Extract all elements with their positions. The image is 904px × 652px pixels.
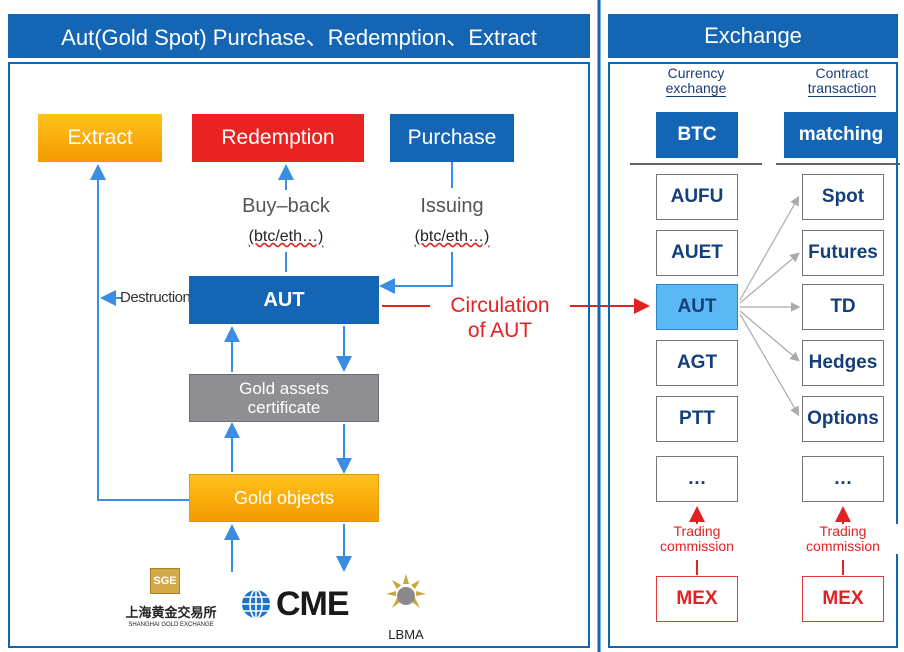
currency-auet: AUET: [656, 230, 738, 276]
contract-futures: Futures: [802, 230, 884, 276]
mex-box-currency: MEX: [656, 576, 738, 622]
lbma-logo: LBMA: [380, 570, 432, 642]
currency-ptt: PTT: [656, 396, 738, 442]
mex-box-contract: MEX: [802, 576, 884, 622]
contract-transaction-title: Contract transaction: [786, 66, 898, 97]
sge-logo: SGE 上海黄金交易所 SHANGHAI GOLD EXCHANGE: [110, 568, 232, 638]
col1-title-line-1: Currency: [667, 65, 725, 81]
contract-td: TD: [802, 284, 884, 330]
extract-box: Extract: [38, 114, 162, 162]
buyback-currency-label: (btc/eth…): [248, 228, 324, 245]
contract-hedges: Hedges: [802, 340, 884, 386]
trading-line-2b: commission: [806, 538, 880, 554]
currency-more: …: [656, 456, 738, 502]
aut-box: AUT: [189, 276, 379, 324]
trading-line-1b: commission: [660, 538, 734, 554]
issuing-currency-label: (btc/eth…): [414, 228, 490, 245]
btc-box: BTC: [656, 112, 738, 158]
lbma-wordmark: LBMA: [388, 627, 424, 642]
globe-icon: [242, 589, 270, 619]
currency-aufu: AUFU: [656, 174, 738, 220]
cme-wordmark: CME: [276, 584, 350, 623]
destruction-label: Destruction: [120, 289, 191, 306]
issuing-label: Issuing: [420, 195, 484, 217]
sge-badge: SGE: [150, 568, 180, 594]
gold-objects-box: Gold objects: [189, 474, 379, 522]
sge-chinese-name: 上海黄金交易所: [125, 606, 217, 621]
left-panel-header: Aut(Gold Spot) Purchase、Redemption、Extra…: [8, 14, 590, 58]
lbma-emblem-icon: [386, 574, 426, 608]
col2-title-line-1: Contract: [815, 65, 869, 81]
gold-cert-line-1: Gold assets: [239, 379, 329, 398]
purchase-box: Purchase: [390, 114, 514, 162]
col1-title-line-2: exchange: [665, 80, 727, 97]
circulation-label: Circulation of AUT: [434, 293, 566, 343]
redemption-box: Redemption: [192, 114, 364, 162]
right-panel-header: Exchange: [608, 14, 898, 58]
circulation-line-2: of AUT: [467, 319, 533, 342]
buyback-label: Buy–back: [242, 195, 330, 217]
contract-options: Options: [802, 396, 884, 442]
circulation-line-1: Circulation: [450, 294, 550, 317]
trading-commission-label-1: Trading commission: [642, 524, 752, 554]
cme-logo: CME: [240, 584, 368, 624]
trading-line-1a: Trading: [673, 523, 721, 539]
gold-cert-line-2: certificate: [247, 398, 321, 417]
contract-spot: Spot: [802, 174, 884, 220]
gold-certificate-box: Gold assets certificate: [189, 374, 379, 422]
currency-aut: AUT: [656, 284, 738, 330]
extract-arrow: [90, 164, 190, 501]
matching-box: matching: [784, 112, 898, 158]
currency-exchange-title: Currency exchange: [640, 66, 752, 97]
trading-commission-label-2: Trading commission: [788, 524, 898, 554]
currency-agt: AGT: [656, 340, 738, 386]
sge-english-name: SHANGHAI GOLD EXCHANGE: [128, 622, 214, 628]
contract-more: …: [802, 456, 884, 502]
col2-title-line-2: transaction: [807, 80, 877, 97]
trading-line-2a: Trading: [819, 523, 867, 539]
